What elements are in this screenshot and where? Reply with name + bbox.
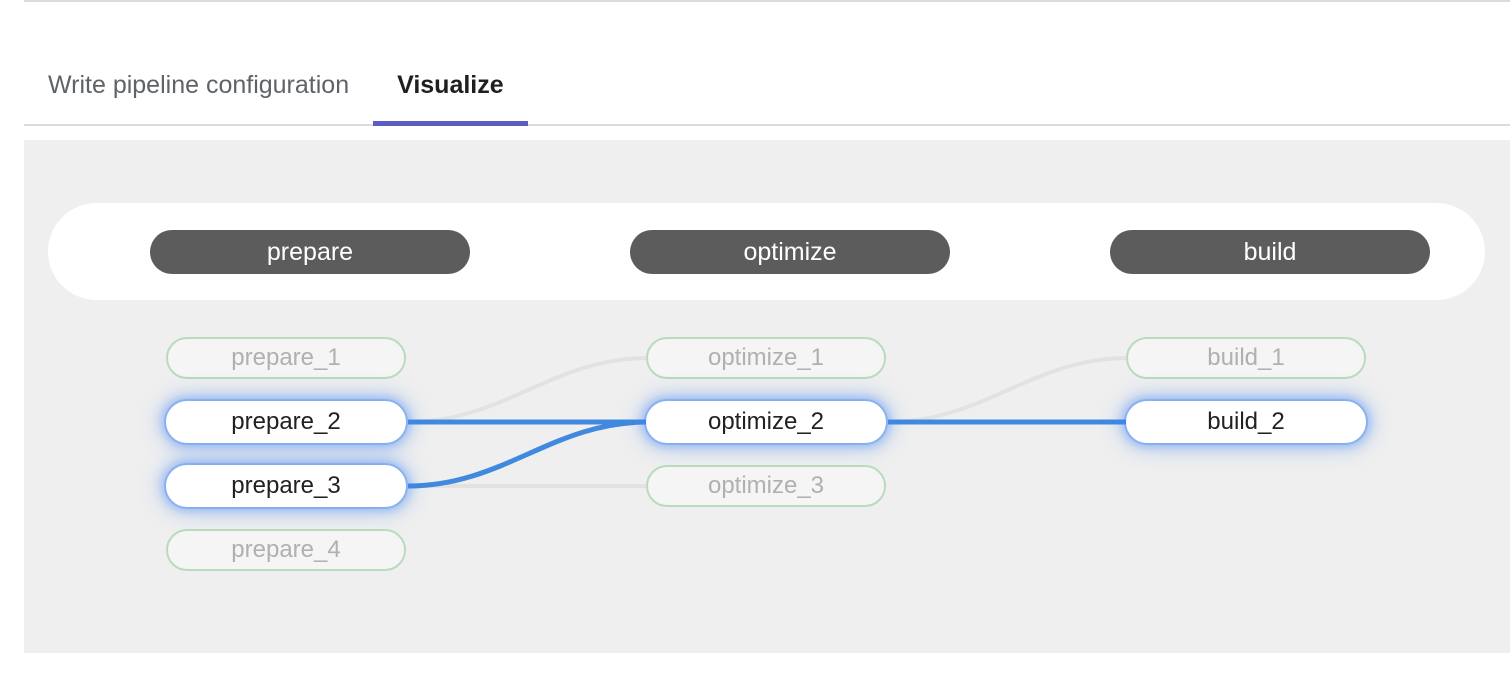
- tab-bar: Write pipeline configuration Visualize: [24, 2, 1510, 126]
- job-node-prepare_1[interactable]: prepare_1: [166, 337, 406, 379]
- job-node-optimize_1[interactable]: optimize_1: [646, 337, 886, 379]
- pipeline-graph-canvas[interactable]: prepare optimize build prepare_1 prepare…: [24, 140, 1510, 653]
- edge-prepare_2-optimize_1: [407, 356, 649, 424]
- edge-optimize_2-build_1: [887, 356, 1129, 424]
- tab-write-pipeline-configuration[interactable]: Write pipeline configuration: [24, 73, 373, 124]
- stage-pill-optimize[interactable]: optimize: [630, 230, 950, 274]
- job-node-prepare_4[interactable]: prepare_4: [166, 529, 406, 571]
- job-node-build_2[interactable]: build_2: [1126, 401, 1366, 443]
- job-node-prepare_3[interactable]: prepare_3: [166, 465, 406, 507]
- job-node-optimize_2[interactable]: optimize_2: [646, 401, 886, 443]
- stage-header-bar: prepare optimize build: [48, 203, 1485, 300]
- edge-prepare_3-optimize_2: [407, 419, 649, 489]
- stage-pill-build[interactable]: build: [1110, 230, 1430, 274]
- job-node-build_1[interactable]: build_1: [1126, 337, 1366, 379]
- job-node-prepare_2[interactable]: prepare_2: [166, 401, 406, 443]
- job-node-optimize_3[interactable]: optimize_3: [646, 465, 886, 507]
- stage-pill-prepare[interactable]: prepare: [150, 230, 470, 274]
- top-divider: [24, 0, 1510, 2]
- tab-visualize[interactable]: Visualize: [373, 73, 528, 126]
